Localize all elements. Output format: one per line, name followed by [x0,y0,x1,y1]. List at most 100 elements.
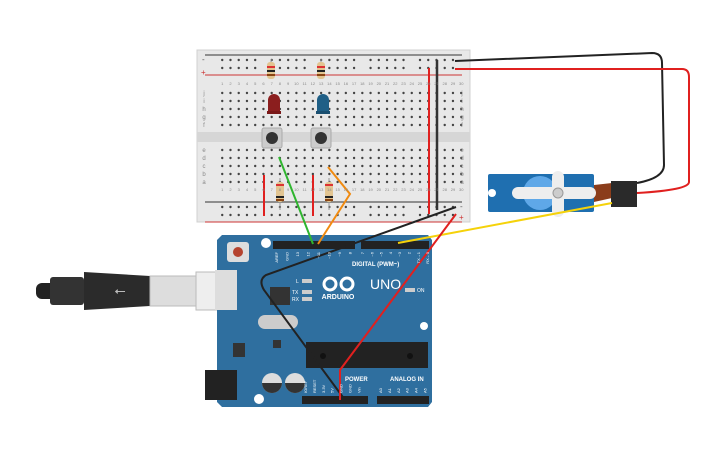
hole[interactable] [402,180,405,184]
hole[interactable] [451,115,455,119]
resistor[interactable] [267,59,275,79]
hole[interactable] [394,156,397,160]
rail-hole[interactable] [418,66,422,70]
hole[interactable] [270,172,273,176]
hole[interactable] [295,156,298,160]
resistor[interactable] [325,178,333,210]
hole[interactable] [278,91,282,95]
hole[interactable] [410,164,413,168]
hole[interactable] [286,99,290,103]
rail-hole[interactable] [377,66,380,70]
hole[interactable] [229,123,232,127]
hole[interactable] [418,164,422,168]
hole[interactable] [352,123,356,127]
rail-hole[interactable] [402,58,405,62]
hole[interactable] [245,172,249,176]
digital-header-low[interactable] [361,241,429,249]
hole[interactable] [394,107,397,111]
hole[interactable] [237,115,240,119]
hole[interactable] [443,91,446,95]
rail-hole[interactable] [295,205,298,209]
hole[interactable] [286,156,290,160]
rail-hole[interactable] [303,205,306,209]
hole[interactable] [221,115,224,119]
hole[interactable] [402,115,405,119]
rail-hole[interactable] [352,58,356,62]
hole[interactable] [394,99,397,103]
hole[interactable] [394,180,397,184]
hole[interactable] [286,91,290,95]
hole[interactable] [369,91,372,95]
hole[interactable] [270,123,273,127]
hole[interactable] [262,115,265,119]
hole[interactable] [303,164,306,168]
rail-hole[interactable] [278,66,282,70]
hole[interactable] [221,148,224,152]
hole[interactable] [328,172,331,176]
rail-hole[interactable] [270,205,273,209]
rail-hole[interactable] [385,66,389,70]
hole[interactable] [221,180,224,184]
hole[interactable] [418,148,422,152]
hole[interactable] [443,180,446,184]
hole[interactable] [377,115,380,119]
rail-hole[interactable] [319,205,323,209]
hole[interactable] [245,115,249,119]
hole[interactable] [352,172,356,176]
black-wire-servo-gnd[interactable] [454,51,666,184]
hole[interactable] [418,156,422,160]
hole[interactable] [254,115,257,119]
rail-hole[interactable] [451,213,455,217]
hole[interactable] [377,91,380,95]
hole[interactable] [344,156,348,160]
hole[interactable] [344,164,348,168]
rail-hole[interactable] [328,66,331,70]
hole[interactable] [361,180,364,184]
hole[interactable] [385,164,389,168]
hole[interactable] [385,180,389,184]
hole[interactable] [352,156,356,160]
hole[interactable] [254,99,257,103]
hole[interactable] [344,172,348,176]
hole[interactable] [361,164,364,168]
yellow-wire-servo-signal[interactable] [397,202,613,244]
hole[interactable] [460,148,463,152]
hole[interactable] [451,156,455,160]
analog-header[interactable] [377,396,429,404]
resistor[interactable] [276,178,284,210]
hole[interactable] [418,99,422,103]
rail-hole[interactable] [254,205,257,209]
hole[interactable] [377,164,380,168]
hole[interactable] [344,115,348,119]
rail-hole[interactable] [443,58,446,62]
hole[interactable] [402,172,405,176]
hole[interactable] [278,172,282,176]
hole[interactable] [443,123,446,127]
hole[interactable] [336,91,339,95]
hole[interactable] [311,107,315,111]
hole[interactable] [451,99,455,103]
hole[interactable] [377,123,380,127]
rail-hole[interactable] [402,213,405,217]
hole[interactable] [295,123,298,127]
hole[interactable] [229,172,232,176]
rail-hole[interactable] [237,58,240,62]
rail-hole[interactable] [237,66,240,70]
hole[interactable] [385,148,389,152]
hole[interactable] [295,91,298,95]
hole[interactable] [402,156,405,160]
hole[interactable] [410,148,413,152]
hole[interactable] [385,123,389,127]
hole[interactable] [410,99,413,103]
hole[interactable] [311,123,315,127]
hole[interactable] [303,123,306,127]
hole[interactable] [418,91,422,95]
servo-motor[interactable] [488,171,637,217]
hole[interactable] [460,107,463,111]
hole[interactable] [344,180,348,184]
rail-hole[interactable] [402,66,405,70]
hole[interactable] [394,172,397,176]
hole[interactable] [229,115,232,119]
usb-cable[interactable]: ⭠ [36,271,223,311]
rail-hole[interactable] [221,205,224,209]
